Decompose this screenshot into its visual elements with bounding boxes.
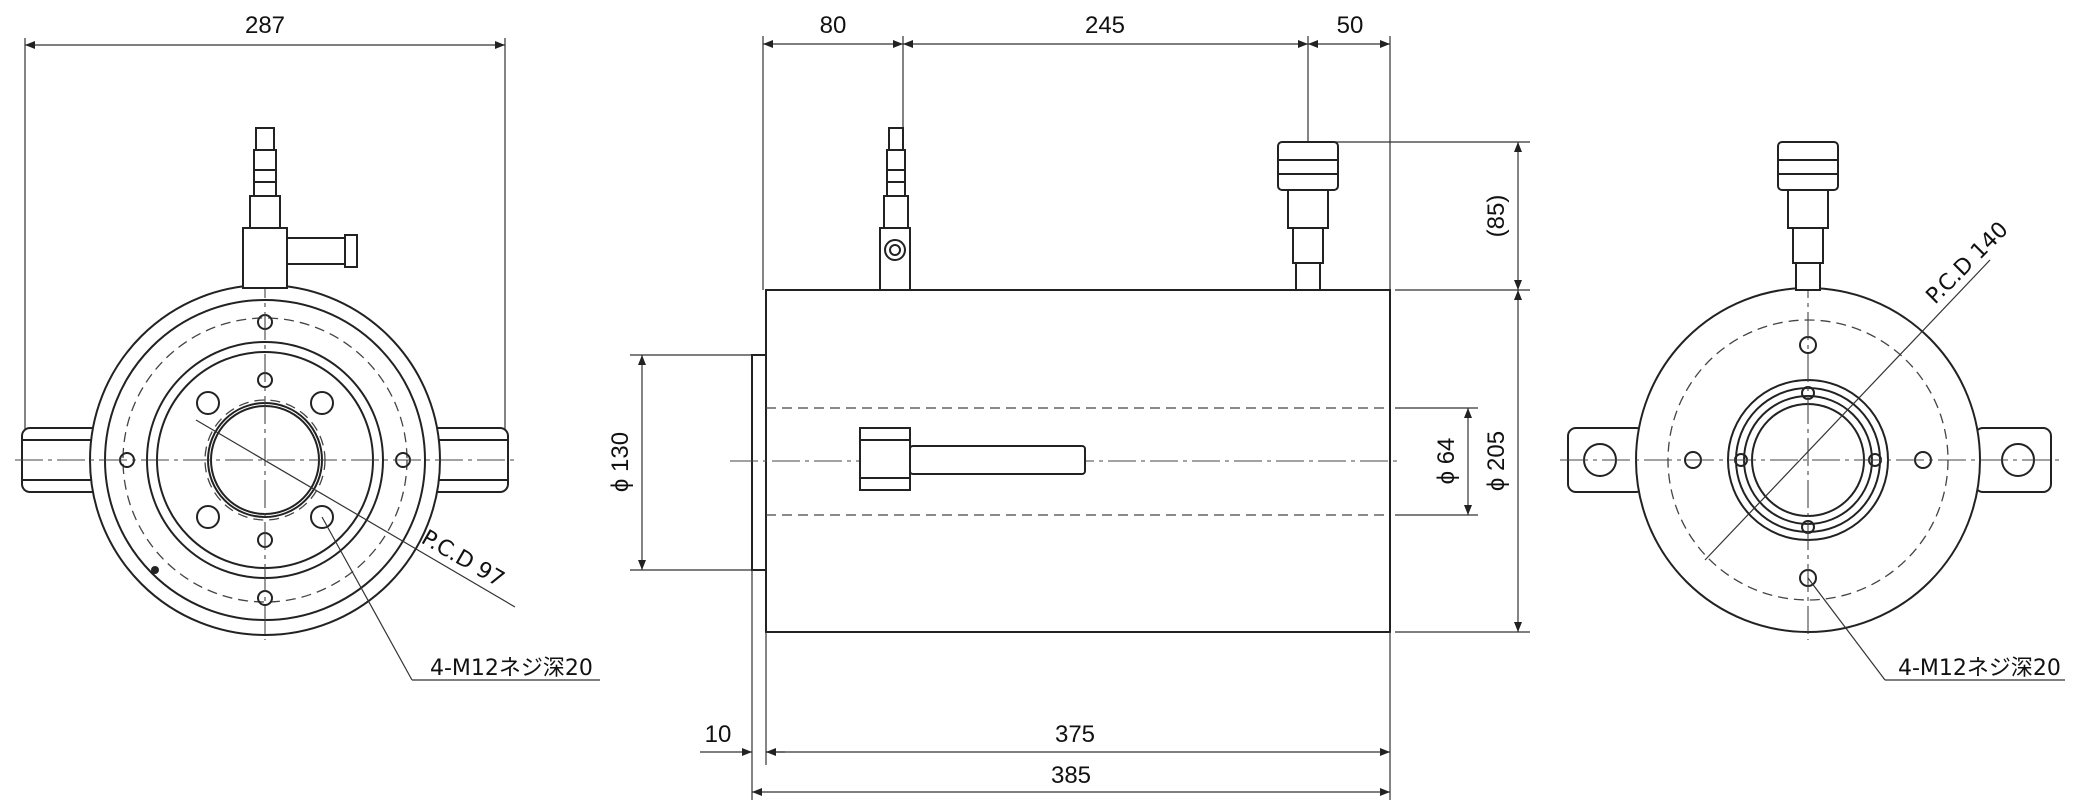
dimension-10-label: 10	[705, 721, 732, 748]
dimension-50-label: 50	[1337, 12, 1364, 39]
socket-coupler	[1277, 141, 1339, 191]
coupler-nipple	[888, 127, 904, 151]
handle-bracket	[859, 427, 911, 491]
pcd-97-leader	[195, 419, 516, 608]
dimension-width-label: 287	[245, 12, 285, 39]
thread-leader	[321, 516, 413, 681]
coupler-side-port	[286, 237, 348, 265]
m12-thread-hole	[310, 505, 334, 529]
coupler-elbow	[242, 227, 288, 289]
thread-leader	[1807, 577, 1886, 681]
m12-thread-hole	[196, 505, 220, 529]
dimension-375-label: 375	[1055, 721, 1095, 748]
right-end-view: P.C.D 140 4-M12ネジ深20	[1560, 141, 2065, 681]
m12-thread-hole	[310, 391, 334, 415]
dimension-245-label: 245	[1085, 12, 1125, 39]
dimension-385-label: 385	[1051, 762, 1091, 789]
dimension-85-label: (85)	[1483, 195, 1510, 238]
coupler-nipple	[255, 127, 275, 151]
piston-step	[751, 354, 767, 571]
socket-coupler	[1777, 141, 1839, 191]
dimension-205-label: ϕ 205	[1483, 431, 1510, 491]
pcd-140-leader	[1704, 259, 1991, 561]
dimension-64-label: ϕ 64	[1433, 438, 1460, 485]
m12-thread-hole	[196, 391, 220, 415]
thread-note-left: 4-M12ネジ深20	[430, 656, 593, 681]
dimension-80-label: 80	[820, 12, 847, 39]
side-view: 80 245 50 (85) ϕ 205 ϕ 64 ϕ 130	[607, 12, 1530, 800]
pcd-140-label: P.C.D 140	[1922, 217, 2014, 309]
coupler-port	[884, 239, 906, 261]
thread-note-right: 4-M12ネジ深20	[1898, 656, 2061, 681]
pcd-97-label: P.C.D 97	[417, 526, 508, 593]
handle-bar	[909, 445, 1086, 475]
dimension-130-label: ϕ 130	[607, 432, 634, 492]
left-end-view: 287	[15, 12, 600, 681]
